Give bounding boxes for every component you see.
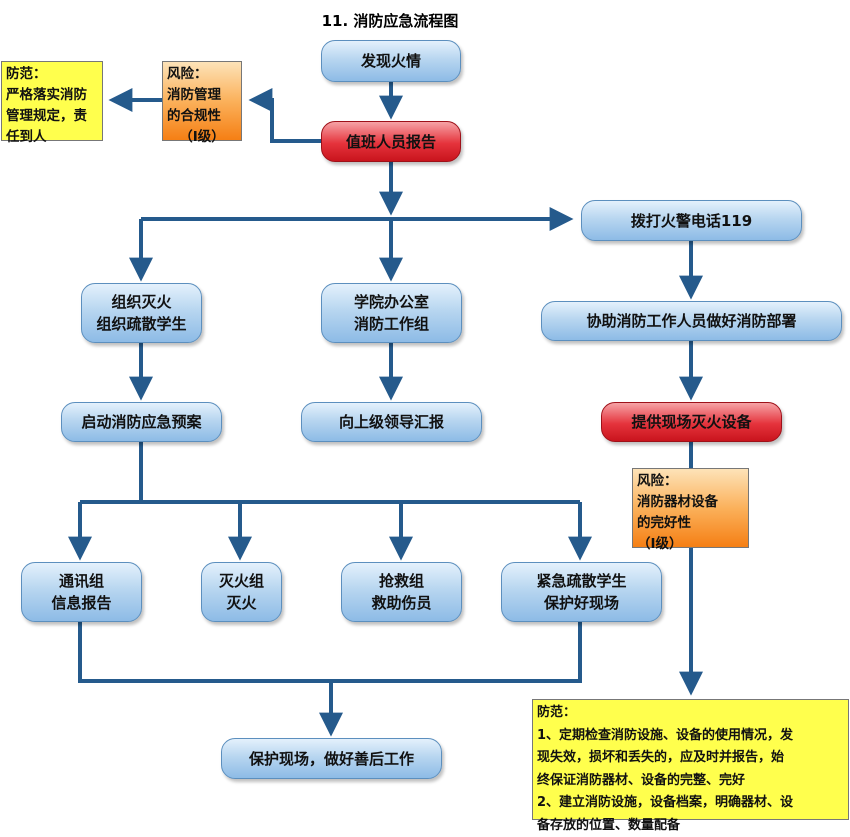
prevent-note-top-line3: 任到人	[6, 127, 98, 148]
node-fire-team-line1: 灭火组	[219, 570, 264, 592]
node-provide-equipment-label: 提供现场灭火设备	[631, 411, 751, 433]
risk-note-top-level: （I级）	[167, 127, 237, 148]
risk-note-right-heading: 风险：	[637, 471, 744, 492]
prevent-note-top: 防范： 严格落实消防 管理规定，责 任到人	[1, 61, 103, 141]
node-office: 学院办公室 消防工作组	[321, 283, 462, 343]
node-comm-team-line1: 通讯组	[59, 570, 104, 592]
node-duty-report-label: 值班人员报告	[346, 131, 436, 153]
risk-note-top-line2: 的合规性	[167, 106, 237, 127]
risk-note-right-level: （I级）	[637, 534, 744, 555]
node-fire-team: 灭火组 灭火	[201, 562, 282, 622]
prevent-note-bottom-line3: 终保证消防器材、设备的完整、完好	[537, 770, 844, 793]
prevent-note-bottom-line1: 1、定期检查消防设施、设备的使用情况，发	[537, 725, 844, 748]
node-discover-fire: 发现火情	[321, 40, 461, 82]
risk-note-top-line1: 消防管理	[167, 85, 237, 106]
node-organize-line1: 组织灭火	[111, 291, 171, 313]
prevent-note-bottom-line2: 现失效，损坏和丢失的，应及时并报告，始	[537, 747, 844, 770]
node-evacuate-line2: 保护好现场	[544, 592, 619, 614]
node-evacuate: 紧急疏散学生 保护好现场	[501, 562, 662, 622]
prevent-note-top-line2: 管理规定，责	[6, 106, 98, 127]
node-rescue-team: 抢救组 救助伤员	[341, 562, 462, 622]
node-assist-firefighters: 协助消防工作人员做好消防部署	[541, 301, 842, 341]
risk-note-right-line2: 的完好性	[637, 513, 744, 534]
node-call-119-label: 拨打火警电话119	[631, 210, 752, 232]
node-duty-report: 值班人员报告	[321, 121, 461, 162]
node-evacuate-line1: 紧急疏散学生	[536, 570, 626, 592]
node-office-line2: 消防工作组	[354, 313, 429, 335]
prevent-note-bottom: 防范： 1、定期检查消防设施、设备的使用情况，发 现失效，损坏和丢失的，应及时并…	[532, 699, 849, 820]
node-rescue-team-line2: 救助伤员	[371, 592, 431, 614]
prevent-note-bottom-line4: 2、建立消防设施，设备档案，明确器材、设	[537, 792, 844, 815]
node-provide-equipment: 提供现场灭火设备	[601, 402, 782, 442]
node-rescue-team-line1: 抢救组	[379, 570, 424, 592]
risk-note-right: 风险： 消防器材设备 的完好性 （I级）	[632, 468, 749, 548]
node-call-119: 拨打火警电话119	[581, 200, 802, 241]
risk-note-top-heading: 风险：	[167, 64, 237, 85]
merge-line	[80, 622, 580, 681]
prevent-note-bottom-heading: 防范：	[537, 702, 844, 725]
node-discover-fire-label: 发现火情	[361, 50, 421, 72]
prevent-note-bottom-line5: 备存放的位置、数量配备	[537, 815, 844, 837]
node-organize-line2: 组织疏散学生	[96, 313, 186, 335]
node-organize: 组织灭火 组织疏散学生	[81, 283, 202, 343]
node-start-plan-label: 启动消防应急预案	[81, 411, 201, 433]
prevent-note-top-line1: 严格落实消防	[6, 85, 98, 106]
node-assist-firefighters-label: 协助消防工作人员做好消防部署	[586, 310, 796, 332]
node-start-plan: 启动消防应急预案	[61, 402, 222, 442]
node-report-superior: 向上级领导汇报	[301, 402, 482, 442]
prevent-note-top-heading: 防范：	[6, 64, 98, 85]
arrow-report-to-risk	[254, 100, 322, 141]
node-comm-team-line2: 信息报告	[51, 592, 111, 614]
node-report-superior-label: 向上级领导汇报	[339, 411, 444, 433]
risk-note-right-line1: 消防器材设备	[637, 492, 744, 513]
node-comm-team: 通讯组 信息报告	[21, 562, 142, 622]
node-fire-team-line2: 灭火	[226, 592, 256, 614]
node-protect-scene: 保护现场，做好善后工作	[221, 738, 442, 779]
node-office-line1: 学院办公室	[354, 291, 429, 313]
risk-note-top: 风险： 消防管理 的合规性 （I级）	[162, 61, 242, 141]
node-protect-scene-label: 保护现场，做好善后工作	[249, 748, 414, 770]
